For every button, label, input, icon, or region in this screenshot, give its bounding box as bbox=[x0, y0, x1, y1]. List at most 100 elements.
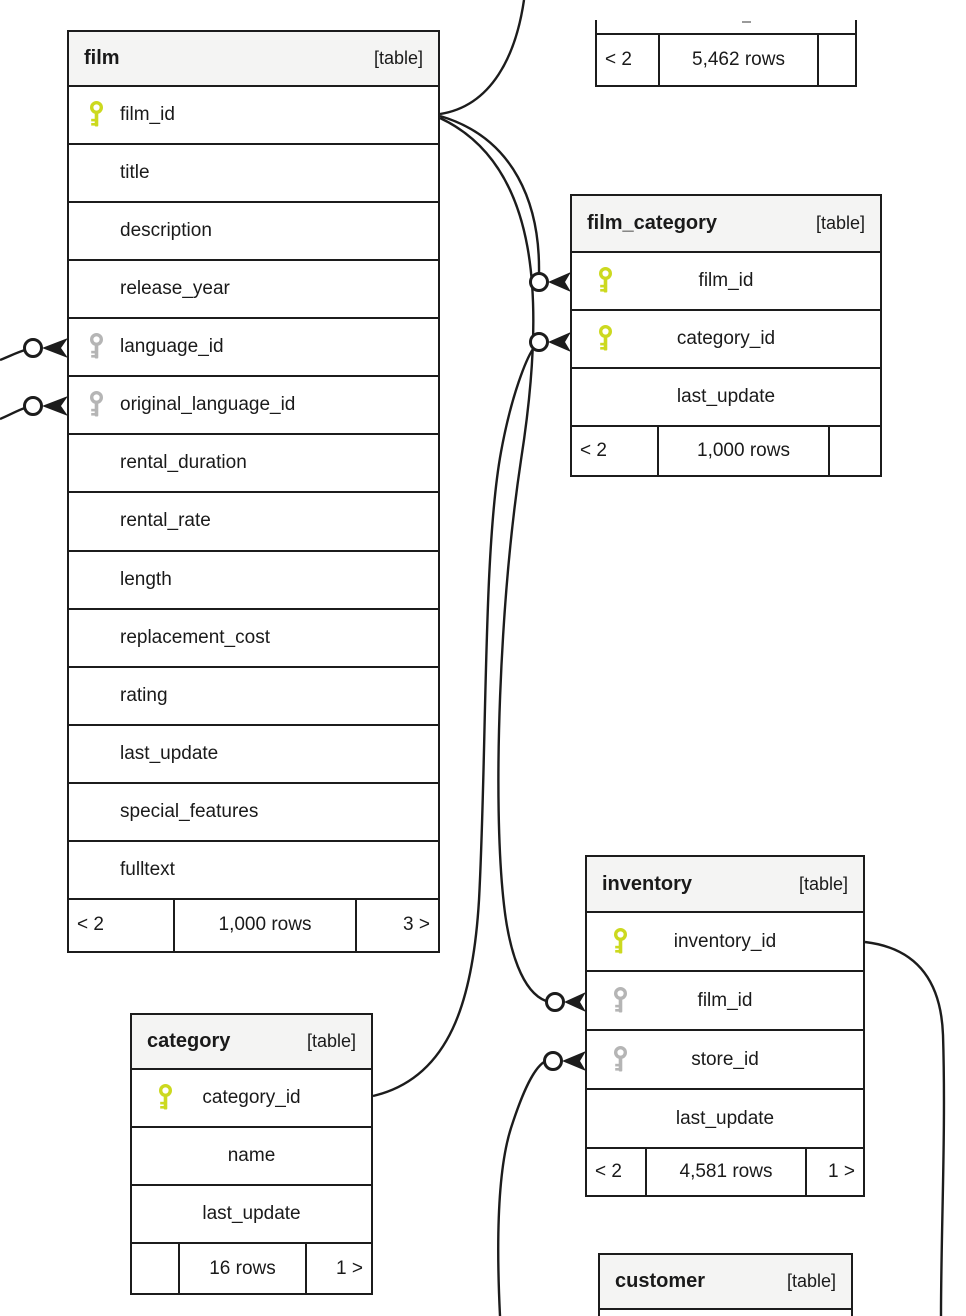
column-name: last_update bbox=[202, 1203, 301, 1224]
column-name: inventory_id bbox=[673, 930, 777, 952]
crows-foot-arrowhead bbox=[564, 992, 586, 1012]
column-row-title[interactable]: title bbox=[69, 145, 438, 204]
relationship-endpoint-circle bbox=[543, 1051, 563, 1071]
pager-rowcount: 1,000 rows bbox=[657, 427, 828, 475]
relationship-line-category-to-filmcategory bbox=[372, 348, 535, 1098]
table-film-header[interactable]: film [table] bbox=[69, 32, 438, 87]
relationship-endpoint-circle bbox=[23, 338, 43, 358]
column-name: name bbox=[227, 1145, 276, 1166]
relationship-line-left-to-languageid bbox=[0, 348, 26, 362]
column-row-rental_rate[interactable]: rental_rate bbox=[69, 493, 438, 552]
column-row-length[interactable]: length bbox=[69, 551, 438, 610]
column-row-last_update[interactable]: last_update bbox=[587, 1090, 863, 1149]
column-name: rental_duration bbox=[120, 452, 247, 474]
crows-foot-arrowhead bbox=[562, 1051, 586, 1071]
column-name: last_update bbox=[676, 386, 776, 407]
table-pager: < 2 1,000 rows bbox=[572, 425, 880, 475]
table-type-badge: [table] bbox=[798, 873, 848, 894]
column-row-store_id[interactable]: store_id bbox=[587, 1031, 863, 1090]
table-inventory[interactable]: inventory [table] inventory_id film_id s… bbox=[585, 855, 865, 1197]
foreign-key-icon bbox=[614, 986, 627, 1012]
table-film[interactable]: film [table] film_id title description r… bbox=[67, 30, 440, 953]
table-pager: < 2 5,462 rows bbox=[597, 33, 855, 85]
table-film-category[interactable]: film_category [table] film_id category_i… bbox=[570, 194, 882, 477]
column-name: category_id bbox=[202, 1087, 301, 1108]
foreign-key-icon bbox=[614, 1045, 627, 1071]
crows-foot-arrowhead bbox=[42, 396, 68, 416]
column-row-clipped bbox=[597, 20, 855, 35]
pager-prev[interactable]: < 2 bbox=[605, 49, 632, 70]
pager-prev[interactable]: < 2 bbox=[580, 440, 607, 461]
column-row-original_language_id[interactable]: original_language_id bbox=[69, 377, 438, 436]
column-name: last_update bbox=[120, 742, 219, 764]
table-customer-header[interactable]: customer [table] bbox=[600, 1255, 851, 1310]
column-row-category_id[interactable]: category_id bbox=[572, 311, 880, 369]
column-row-special_features[interactable]: special_features bbox=[69, 783, 438, 842]
column-name: description bbox=[120, 220, 212, 242]
primary-key-icon bbox=[614, 927, 627, 953]
relationship-line-left-to-origlanguageid bbox=[0, 406, 26, 421]
column-name: fulltext bbox=[120, 858, 175, 880]
column-name: special_features bbox=[120, 800, 259, 822]
pager-next[interactable]: 1 > bbox=[305, 1244, 371, 1293]
pager-prev[interactable]: < 2 bbox=[595, 1161, 622, 1182]
column-row-last_update[interactable]: last_update bbox=[132, 1186, 371, 1244]
pager-rowcount: 5,462 rows bbox=[658, 35, 817, 85]
column-row-film_id[interactable]: film_id bbox=[587, 972, 863, 1031]
column-row-language_id[interactable]: language_id bbox=[69, 319, 438, 378]
table-title: film_category bbox=[587, 212, 718, 234]
pager-next[interactable] bbox=[817, 35, 855, 85]
relationship-line-store-to-inventory bbox=[496, 1061, 545, 1316]
relationship-endpoint-circle bbox=[23, 396, 43, 416]
column-row-replacement_cost[interactable]: replacement_cost bbox=[69, 609, 438, 668]
pager-rowcount: 16 rows bbox=[178, 1244, 305, 1293]
table-customer[interactable]: customer [table] bbox=[598, 1253, 853, 1316]
relationship-endpoint-circle bbox=[545, 992, 565, 1012]
column-row-film_id[interactable]: film_id bbox=[572, 253, 880, 311]
column-row-rental_duration[interactable]: rental_duration bbox=[69, 435, 438, 494]
column-row-clipped bbox=[600, 1310, 851, 1316]
primary-key-icon bbox=[159, 1084, 172, 1110]
column-name: title bbox=[120, 162, 150, 184]
column-row-category_id[interactable]: category_id bbox=[132, 1070, 371, 1128]
table-type-badge: [table] bbox=[306, 1031, 356, 1051]
crows-foot-arrowhead bbox=[548, 332, 571, 352]
pager-rowcount: 4,581 rows bbox=[645, 1149, 805, 1195]
primary-key-icon bbox=[599, 267, 612, 293]
column-name: original_language_id bbox=[120, 394, 296, 416]
column-row-inventory_id[interactable]: inventory_id bbox=[587, 913, 863, 972]
column-row-fulltext[interactable]: fulltext bbox=[69, 841, 438, 900]
pager-prev[interactable]: < 2 bbox=[77, 914, 104, 936]
column-row-last_update[interactable]: last_update bbox=[69, 725, 438, 784]
column-name: last_update bbox=[675, 1107, 775, 1129]
column-row-description[interactable]: description bbox=[69, 203, 438, 262]
relationship-line-inventory-to-bottom bbox=[864, 940, 946, 1316]
table-title: film bbox=[84, 47, 120, 69]
pager-prev[interactable] bbox=[132, 1244, 178, 1293]
column-name: language_id bbox=[120, 336, 224, 358]
pager-next[interactable] bbox=[828, 427, 880, 475]
table-pager: < 2 1,000 rows 3 > bbox=[69, 897, 438, 951]
column-row-name[interactable]: name bbox=[132, 1128, 371, 1186]
primary-key-icon bbox=[599, 325, 612, 351]
column-row-film_id[interactable]: film_id bbox=[69, 87, 438, 146]
column-name: film_id bbox=[697, 989, 753, 1011]
column-name: store_id bbox=[691, 1048, 759, 1070]
column-name: rental_rate bbox=[120, 510, 211, 532]
table-film-category-header[interactable]: film_category [table] bbox=[572, 196, 880, 253]
foreign-key-icon bbox=[90, 391, 103, 417]
pager-rowcount: 1,000 rows bbox=[173, 899, 355, 951]
table-inventory-header[interactable]: inventory [table] bbox=[587, 857, 863, 913]
column-row-rating[interactable]: rating bbox=[69, 667, 438, 726]
column-row-last_update[interactable]: last_update bbox=[572, 369, 880, 427]
column-name: rating bbox=[120, 684, 168, 706]
pager-next[interactable]: 3 > bbox=[355, 899, 438, 951]
table-category-header[interactable]: category [table] bbox=[132, 1015, 371, 1070]
pager-next[interactable]: 1 > bbox=[805, 1149, 863, 1195]
table-clipped-top[interactable]: < 2 5,462 rows bbox=[595, 20, 857, 87]
column-row-release_year[interactable]: release_year bbox=[69, 261, 438, 320]
table-category[interactable]: category [table] category_id name last_u… bbox=[130, 1013, 373, 1295]
primary-key-icon bbox=[90, 101, 103, 127]
table-title: category bbox=[147, 1030, 231, 1052]
